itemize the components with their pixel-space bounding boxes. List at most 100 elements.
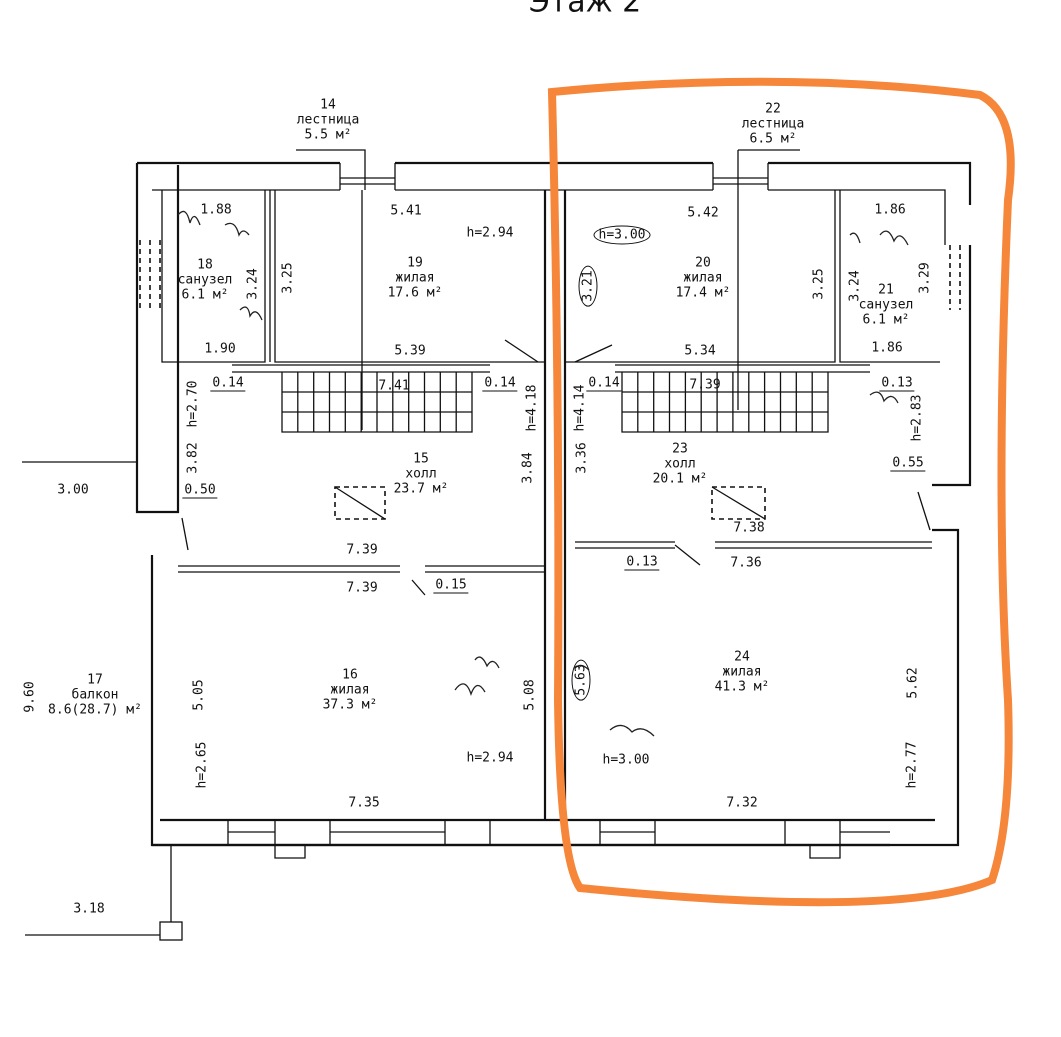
dim-label: 3.29 [917,262,933,294]
dim-label: 0.15 [433,577,469,594]
vent-left [334,486,386,520]
room-number: 24 [734,649,750,665]
dim-label: 7.41 [378,378,410,394]
room-21-label: 21 санузел 6.1 м² [859,283,914,328]
dim-label: 1.88 [200,202,232,218]
dim-label: 0.14 [482,375,518,392]
dim-label: 3.00 [57,482,89,498]
hall-partition-left [178,565,545,573]
dim-underlined: 0.14 [482,375,518,392]
dim-label: 3.36 [574,442,590,474]
room-name: санузел [177,272,233,288]
dim-label: 3.25 [811,268,827,300]
bottom-bumps [274,845,841,859]
room-area: 37.3 м² [322,697,378,713]
room-area: 5.5 м² [304,127,352,143]
room-19-label: 19 жилая 17.6 м² [388,256,443,301]
room-19-walls [274,190,545,363]
dim-label: h=3.00 [593,225,651,245]
room-20-label: 20 жилая 17.4 м² [676,256,731,301]
dim-circled: 5.63 [571,659,591,701]
floor-title: Этаж 2 [528,0,642,20]
outer-wall-inner-line [152,189,946,245]
room-number: 23 [672,441,688,457]
room-area: 20.1 м² [652,471,708,487]
room-name: жилая [395,270,435,286]
room-name: жилая [722,664,762,680]
room-number: 15 [413,451,429,467]
room-number: 19 [407,255,423,271]
dim-underlined: 0.50 [182,482,218,499]
room-name: санузел [858,297,914,313]
dim-label: 7.38 [733,520,765,536]
dim-label: 5.39 [394,343,426,359]
room-number: 17 [87,672,103,688]
room-name: жилая [683,270,723,286]
room-16-label: 16 жилая 37.3 м² [323,668,378,713]
dim-label: 7.32 [726,795,758,811]
dim-underlined: 0.15 [433,577,469,594]
room-20-walls [565,190,940,363]
room-name: жилая [330,682,370,698]
dim-label: 9.60 [22,681,38,713]
room-name: холл [405,466,437,482]
dim-label: h=2.77 [904,741,920,789]
dim-label: 7.39 [346,542,378,558]
room-23-label: 23 холл 20.1 м² [653,442,708,487]
dim-label: 5.63 [571,659,591,701]
dim-label: 0.14 [586,375,622,392]
dim-label: 0.14 [210,375,246,392]
dim-label: h=4.14 [572,384,588,432]
stair-left [232,364,490,433]
stair-center-lines [361,190,739,430]
room-area: 41.3 м² [714,679,770,695]
room-area: 17.4 м² [675,285,731,301]
stair-right [615,364,870,433]
vent-diagonals [334,486,766,520]
room-number: 20 [695,255,711,271]
dim-label: 3.24 [245,268,261,300]
dim-label: 1.90 [204,341,236,357]
dim-circled: h=3.00 [593,225,651,245]
right-window [949,245,971,310]
room-18-label: 18 санузел 6.1 м² [178,258,233,303]
dim-label: h=2.94 [466,750,514,766]
leader-lines [22,149,800,936]
dim-label: h=4.18 [524,384,540,432]
dim-underlined: 0.14 [586,375,622,392]
room-number: 14 [320,97,336,113]
dim-label: 1.86 [871,340,903,356]
center-wall [543,190,567,820]
room-number: 18 [197,257,213,273]
room-17-label: 17 балкон 8.6(28.7) м² [48,673,142,718]
highlight-outline [547,77,1015,907]
room-22-label: 22 лестница 6.5 м² [742,102,805,147]
dim-label: 3.84 [520,452,536,484]
balcony-post [159,921,183,941]
room-area: 17.6 м² [387,285,443,301]
dim-label: 5.62 [905,667,921,699]
room-name: лестница [296,112,360,128]
dim-circled: 3.21 [578,265,598,307]
dim-underlined: 0.55 [890,455,926,472]
dim-label: h=3.00 [602,752,650,768]
dim-label: h=2.65 [194,741,210,789]
door-swings [181,339,931,596]
dim-label: h=2.94 [466,225,514,241]
dim-label: 0.50 [182,482,218,499]
bottom-windows [227,820,890,845]
hatch-scribbles [177,210,909,737]
dim-label: h=2.70 [185,380,201,428]
dim-label: 7.39 [689,377,721,393]
stair-opening-top-right [712,163,769,190]
room-area: 6.1 м² [862,312,910,328]
room-name: холл [664,456,696,472]
room-name: лестница [741,116,805,132]
room-name: балкон [71,687,119,703]
room-14-label: 14 лестница 5.5 м² [297,98,360,143]
hall-partition-right [575,541,932,549]
dim-label: 3.18 [73,901,105,917]
dim-label: 3.21 [578,265,598,307]
dim-label: 3.24 [847,270,863,302]
